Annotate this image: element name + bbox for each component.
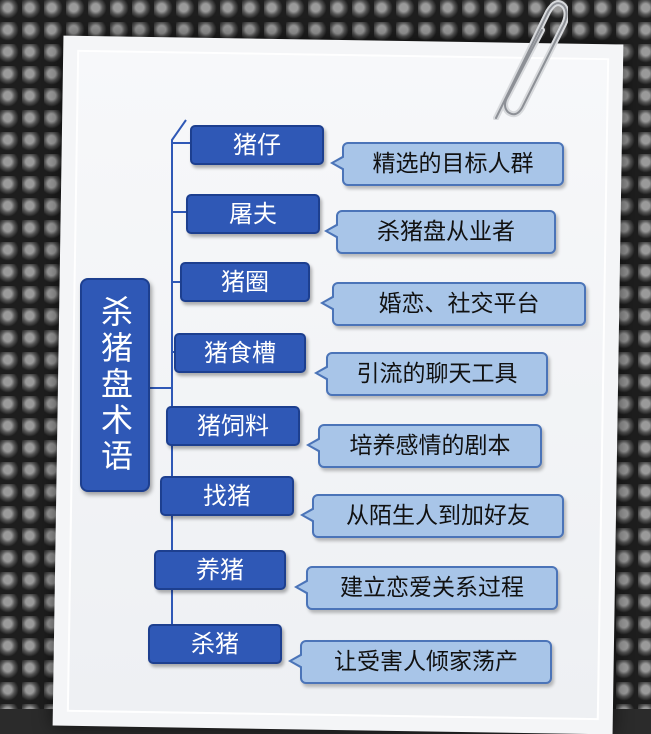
term-box: 养猪 <box>154 550 286 590</box>
term-box: 屠夫 <box>186 194 320 234</box>
definition-box: 建立恋爱关系过程 <box>294 566 558 610</box>
definition-box: 培养感情的剧本 <box>306 424 542 468</box>
definition-box: 杀猪盘从业者 <box>324 210 556 254</box>
term-box: 杀猪 <box>148 624 282 664</box>
definition-box: 引流的聊天工具 <box>314 352 548 396</box>
definition-box: 精选的目标人群 <box>330 142 564 186</box>
term-box: 猪食槽 <box>174 333 306 373</box>
term-box: 猪仔 <box>190 125 324 165</box>
root-topic: 杀猪盘术语 <box>80 278 150 492</box>
definition-box: 从陌生人到加好友 <box>300 494 564 538</box>
term-box: 猪饲料 <box>166 406 300 446</box>
term-box: 猪圈 <box>180 262 310 302</box>
definition-box: 让受害人倾家荡产 <box>288 640 552 684</box>
definition-box: 婚恋、社交平台 <box>320 282 586 326</box>
paperclip-icon <box>493 0 568 120</box>
term-box: 找猪 <box>160 476 294 516</box>
